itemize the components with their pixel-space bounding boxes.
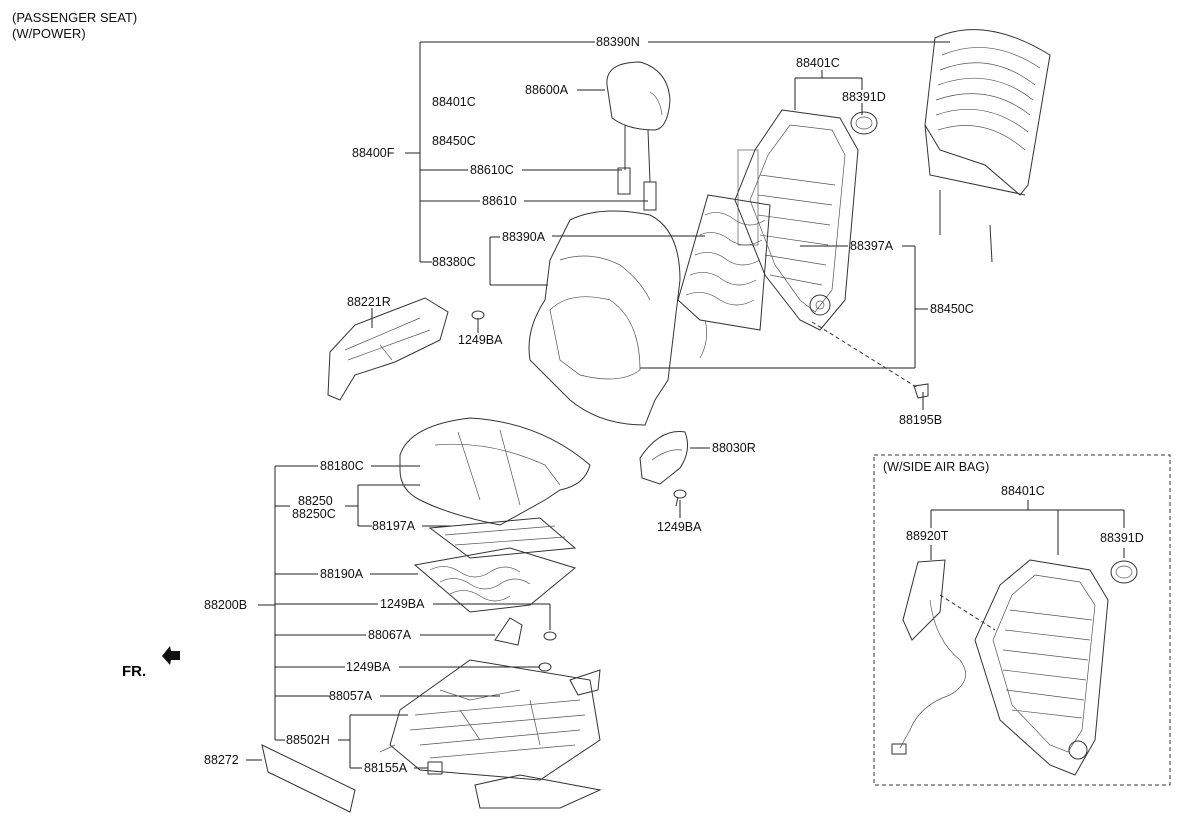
callout-88155a: 88155A (364, 761, 408, 775)
bracket-88067a-drawing (494, 617, 523, 646)
callout-88397a: 88397A (850, 239, 894, 253)
inset-title: (W/SIDE AIR BAG) (883, 460, 989, 474)
callout-88067a: 88067A (368, 628, 412, 642)
seat-back-frame-drawing (734, 109, 859, 331)
callout-88600a: 88600A (525, 83, 569, 97)
callout-88250c: 88250C (292, 507, 336, 521)
callout-1249ba-b: 1249BA (657, 520, 702, 534)
callout-88197a: 88197A (372, 519, 416, 533)
leader-lines-upper (371, 41, 950, 518)
front-label: FR. (122, 663, 146, 680)
bolt-1249ba-b-drawing (673, 489, 687, 507)
callout-88390n: 88390N (596, 35, 640, 49)
side-shield-drawing (327, 297, 449, 401)
callout-88250: 88250 (298, 494, 333, 508)
bolt-1249ba-c-drawing (543, 631, 557, 641)
callout-88610: 88610 (482, 194, 517, 208)
callout-88180c: 88180C (320, 459, 364, 473)
seat-back-cover-drawing (924, 29, 1051, 263)
bolt-1249ba-a-drawing (471, 310, 485, 328)
callout-88221r: 88221R (347, 295, 391, 309)
callout-88200b: 88200B (204, 598, 247, 612)
bolt-1249ba-d-drawing (538, 662, 552, 672)
callout-88195b: 88195B (899, 413, 942, 427)
airbag-connector-drawing (891, 743, 907, 755)
inset-callout-88401c: 88401C (1001, 484, 1045, 498)
seat-cushion-frame-drawing (379, 659, 602, 809)
inset-border (873, 454, 1171, 786)
inset-motor-drawing (1110, 560, 1138, 584)
title-line-1: (PASSENGER SEAT) (12, 10, 137, 25)
callout-88610c: 88610C (470, 163, 514, 177)
part-88155a-drawing (427, 761, 443, 775)
callout-88057a: 88057A (329, 689, 373, 703)
callout-88030r: 88030R (712, 441, 756, 455)
seat-cushion-drawing (399, 417, 591, 526)
inset-callout-88920t: 88920T (906, 529, 949, 543)
bolt-88195b-drawing (913, 383, 929, 399)
front-arrow-icon (162, 646, 180, 665)
inset-seat-frame-drawing (974, 559, 1109, 776)
callout-88190a: 88190A (320, 567, 364, 581)
seat-back-cushion-drawing (528, 210, 681, 426)
callout-labels: 88390N 88401C 88600A 88391D 88401C 88450… (204, 35, 974, 775)
cushion-frame-mat-drawing (413, 547, 577, 613)
motor-disc-drawing (850, 111, 878, 135)
headrest-drawing (606, 61, 671, 211)
cushion-mat-drawing (428, 517, 577, 559)
callout-1249ba-c: 1249BA (380, 597, 425, 611)
callout-88401c-top: 88401C (796, 56, 840, 70)
lumbar-mat-drawing (677, 194, 771, 359)
trim-88272-drawing (261, 744, 356, 813)
callout-88390a: 88390A (502, 230, 546, 244)
title-line-2: (W/POWER) (12, 26, 86, 41)
inset-callout-88391d: 88391D (1100, 531, 1144, 545)
callout-88401c: 88401C (432, 95, 476, 109)
callout-88450c-right: 88450C (930, 302, 974, 316)
callout-1249ba-d: 1249BA (346, 660, 391, 674)
callout-1249ba-a: 1249BA (458, 333, 503, 347)
callout-88272: 88272 (204, 753, 239, 767)
callout-88502h: 88502H (286, 733, 330, 747)
airbag-module-drawing (902, 559, 946, 641)
callout-88400f: 88400F (352, 146, 395, 160)
callout-88450c: 88450C (432, 134, 476, 148)
side-airbag-inset: (W/SIDE AIR BAG) 88401C 88920T 88391D (873, 454, 1171, 786)
recliner-cover-drawing (639, 431, 689, 485)
callout-88380c: 88380C (432, 255, 476, 269)
callout-88391d: 88391D (842, 90, 886, 104)
